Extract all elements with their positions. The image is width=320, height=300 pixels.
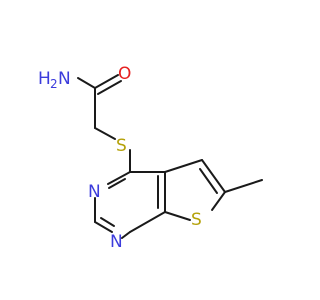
bond-c5-c6 (201, 159, 226, 193)
bond-carbonyl-double-1 (94, 74, 119, 89)
bond-ch2-s (94, 127, 116, 140)
bond-carbonyl-c-n (77, 77, 96, 89)
bond-c5-c6-inner (199, 168, 218, 194)
amide-n-h-subscript: 2 (50, 77, 58, 91)
bond-c6-methyl (224, 179, 263, 193)
amide-n-h-label: H (38, 69, 51, 89)
molecule-structure-diagram: H 2 N O S N N S (38, 64, 263, 252)
bond-carbonyl-double-2 (97, 80, 122, 95)
thiophene-s-label: S (191, 210, 202, 230)
bond-s7-c7a (164, 211, 191, 221)
bond-n1-c7a (121, 231, 131, 239)
bond-c4-n3-inner (108, 178, 126, 189)
bond-n1-c7a-b (129, 211, 166, 233)
bond-c4a-c5 (164, 159, 203, 173)
bond-c2-n1-inner (100, 217, 115, 227)
ring-n1-label: N (110, 232, 123, 252)
atom-labels: H 2 N O S N N S (38, 64, 202, 252)
carbonyl-o-label: O (118, 64, 131, 84)
ring-n3-label: N (88, 182, 101, 202)
bond-c4-n3 (107, 171, 131, 185)
thioether-s-label: S (116, 136, 127, 156)
bond-c2-n1 (94, 221, 113, 233)
bonds (77, 74, 263, 239)
amide-n-label: N (58, 69, 71, 89)
bond-c6-s7 (211, 191, 226, 211)
